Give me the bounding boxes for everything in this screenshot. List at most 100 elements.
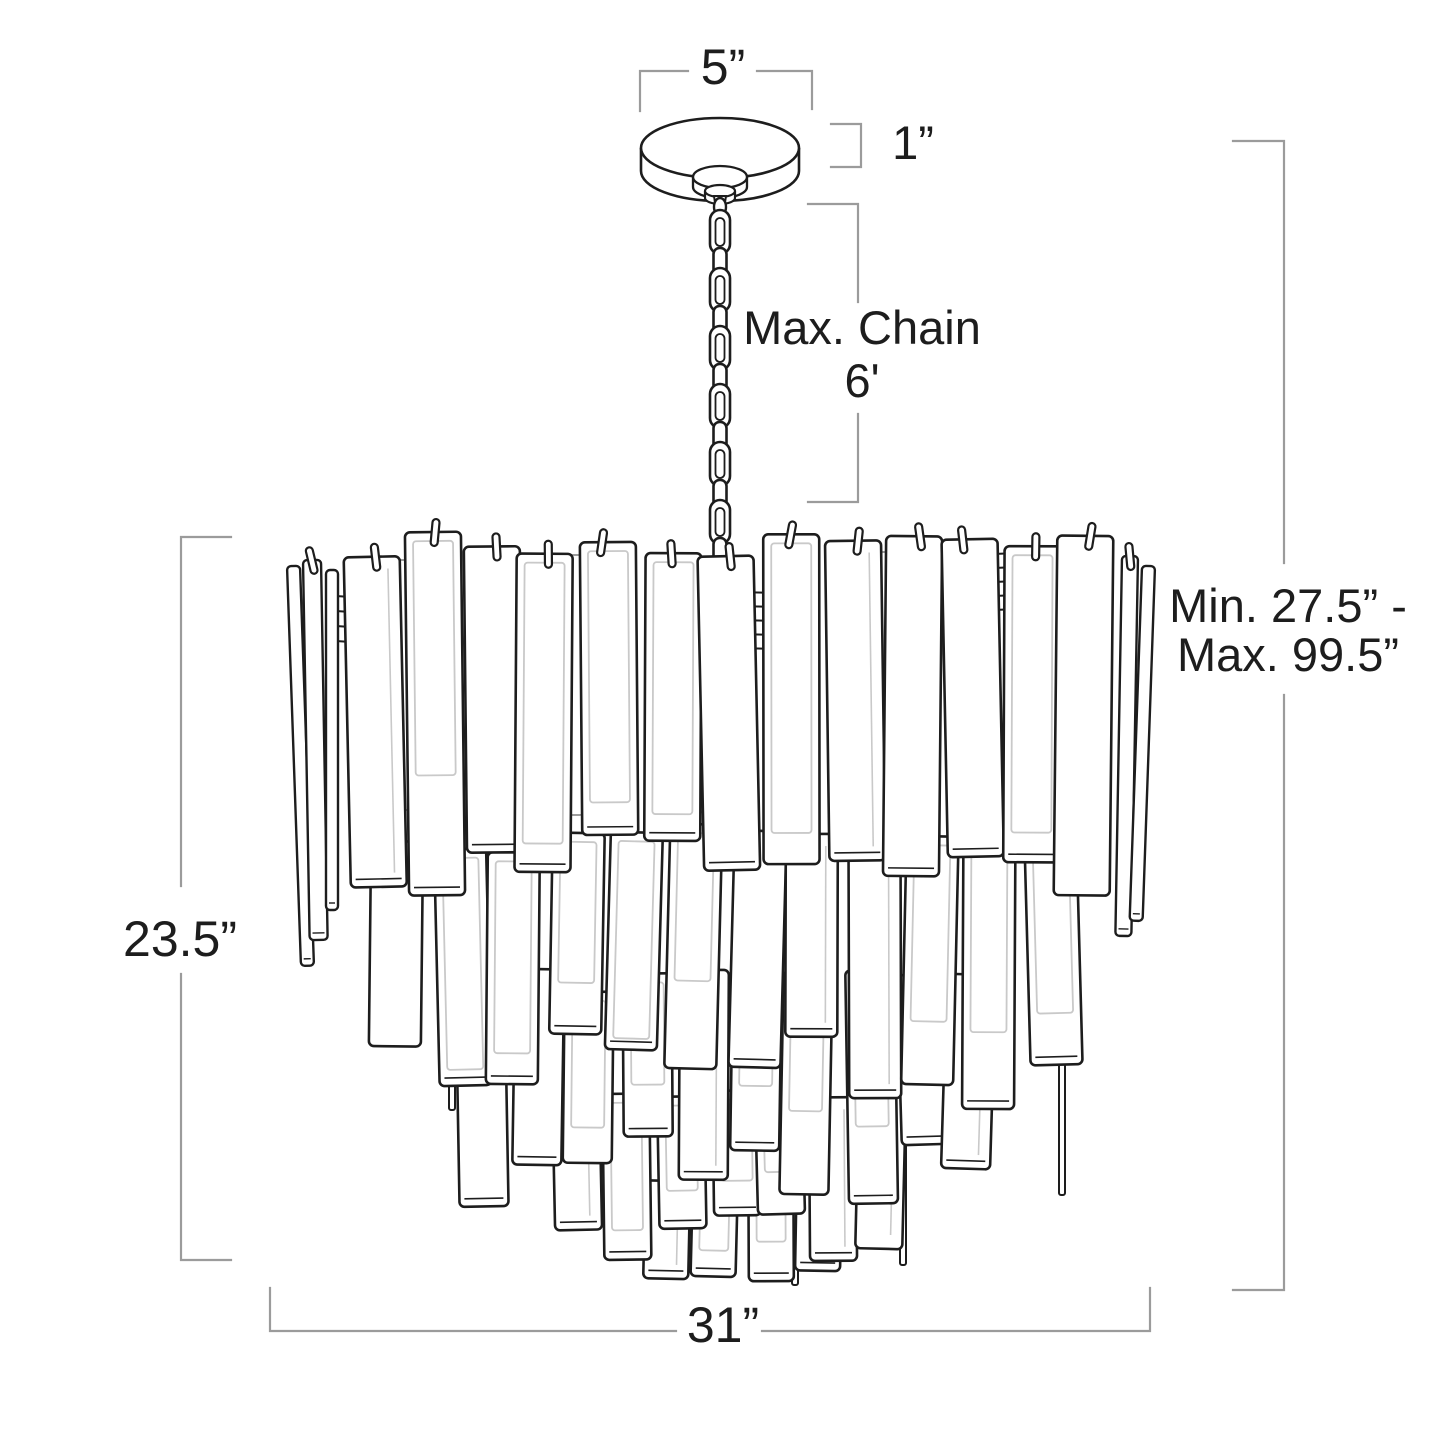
glass-strip — [847, 822, 903, 1100]
dimension-line — [806, 412, 860, 504]
canopy-height-label: 1” — [892, 116, 934, 169]
strip-tier-2 — [367, 822, 1084, 1111]
dimension-line — [179, 972, 233, 1262]
dimension-line — [1231, 139, 1286, 565]
dimension-line — [806, 202, 860, 304]
dim-overall-height-bracket — [1231, 139, 1286, 1292]
body-height-label: 23.5” — [123, 911, 237, 967]
edge-glass-strip — [324, 568, 340, 912]
glass-strip — [960, 827, 1017, 1111]
strip-bottom-edge — [610, 1040, 653, 1044]
bevel-line — [387, 568, 396, 873]
glass-strip — [940, 525, 1006, 859]
chain-link-hole — [714, 275, 726, 305]
overall-height-label-line1: Min. 27.5” - — [1169, 579, 1407, 632]
dim-body-width-bracket — [268, 1286, 1152, 1333]
strip-hook — [429, 517, 441, 548]
dimension-lines — [179, 69, 1286, 1333]
canopy-width-label: 5” — [701, 39, 745, 95]
strip-bottom-edge — [733, 1057, 776, 1061]
glass-strip — [642, 539, 703, 843]
strip-hook — [852, 526, 864, 556]
strip-hook — [304, 546, 319, 575]
dimension-line — [268, 1286, 678, 1333]
strip-bottom-edge — [355, 877, 402, 881]
strip-hook — [595, 528, 609, 558]
dimension-labels: 5” 1” Max. Chain 6' Min. 27.5” - Max. 99… — [123, 39, 1407, 1353]
glass-strip — [578, 528, 640, 837]
ceiling-canopy — [639, 116, 801, 210]
body-width-label: 31” — [687, 1297, 759, 1353]
strip-bottom-edge — [695, 1267, 731, 1270]
edge-strips — [285, 541, 1157, 968]
dimension-line — [760, 1286, 1152, 1333]
glass-strip — [1052, 521, 1115, 897]
chain-link-hole — [714, 391, 726, 421]
glass-strip — [761, 520, 821, 866]
strip-bottom-edge — [559, 1220, 597, 1224]
overall-height-label-line2: Max. 99.5” — [1177, 628, 1399, 681]
glass-strip — [342, 542, 409, 889]
strip-hook — [956, 525, 969, 555]
bevel-line — [868, 552, 875, 847]
strip-bottom-edge — [413, 886, 461, 889]
glass-strip — [1001, 532, 1062, 864]
glass-strip — [484, 850, 542, 1086]
chain-link-hole — [714, 449, 726, 479]
chain-length-label: Max. Chain — [743, 301, 981, 354]
strip-hook — [784, 520, 798, 550]
strip-hook — [724, 542, 736, 572]
glass-strip — [603, 830, 665, 1052]
strip-bottom-edge — [946, 1159, 986, 1163]
chain-link-hole — [714, 217, 726, 247]
bevel-line — [557, 840, 598, 984]
bevel-line — [587, 550, 631, 804]
strip-hook — [543, 539, 554, 569]
strip-bottom-edge — [664, 1219, 702, 1222]
strip-hook — [1124, 541, 1136, 572]
edge-glass-strip — [1128, 564, 1157, 923]
strip-bottom-edge — [735, 1141, 775, 1144]
edge-glass-strip — [301, 546, 329, 942]
strip-bottom-edge — [554, 1024, 597, 1028]
dimension-line — [179, 535, 233, 888]
glass-strip — [881, 522, 944, 878]
dimension-line — [755, 69, 814, 111]
strip-bottom-edge — [853, 1194, 893, 1197]
dim-canopy-height-bracket — [829, 122, 863, 169]
strip-bottom-edge — [1035, 1055, 1078, 1059]
strip-bottom-edge — [648, 1269, 684, 1272]
strip-hook — [491, 532, 502, 562]
bevel-line — [612, 840, 656, 1040]
strip-hook — [1031, 532, 1041, 562]
glass-strip — [784, 832, 840, 1039]
hanging-chain — [708, 196, 732, 572]
strip-bottom-edge — [708, 860, 755, 864]
glass-strip — [462, 532, 525, 854]
strip-hook — [1084, 521, 1097, 551]
glass-strip — [547, 831, 606, 1036]
glass-strip — [403, 517, 467, 897]
glass-strip — [1023, 843, 1084, 1067]
strip-bottom-edge — [517, 1155, 557, 1158]
glass-strip — [513, 539, 574, 874]
glass-strip — [727, 828, 788, 1070]
strip-bottom-edge — [444, 1076, 487, 1079]
dim-body-height-bracket — [179, 535, 233, 1262]
dimension-line — [1231, 693, 1286, 1292]
strip-bottom-edge — [906, 1135, 946, 1138]
dim-chain-length-bracket — [806, 202, 860, 504]
glass-strip — [823, 526, 887, 863]
strip-hook — [914, 522, 927, 552]
dimension-line — [638, 69, 690, 113]
strip-bottom-edge — [464, 1197, 504, 1200]
bevel-line — [843, 1109, 846, 1247]
chain-link-hole — [714, 333, 726, 363]
glass-strip — [696, 542, 762, 873]
strip-bottom-edge — [800, 1261, 836, 1264]
chain-length-value: 6' — [844, 354, 879, 407]
chain-link-hole — [714, 507, 726, 537]
dim-canopy-width-bracket — [638, 69, 814, 113]
